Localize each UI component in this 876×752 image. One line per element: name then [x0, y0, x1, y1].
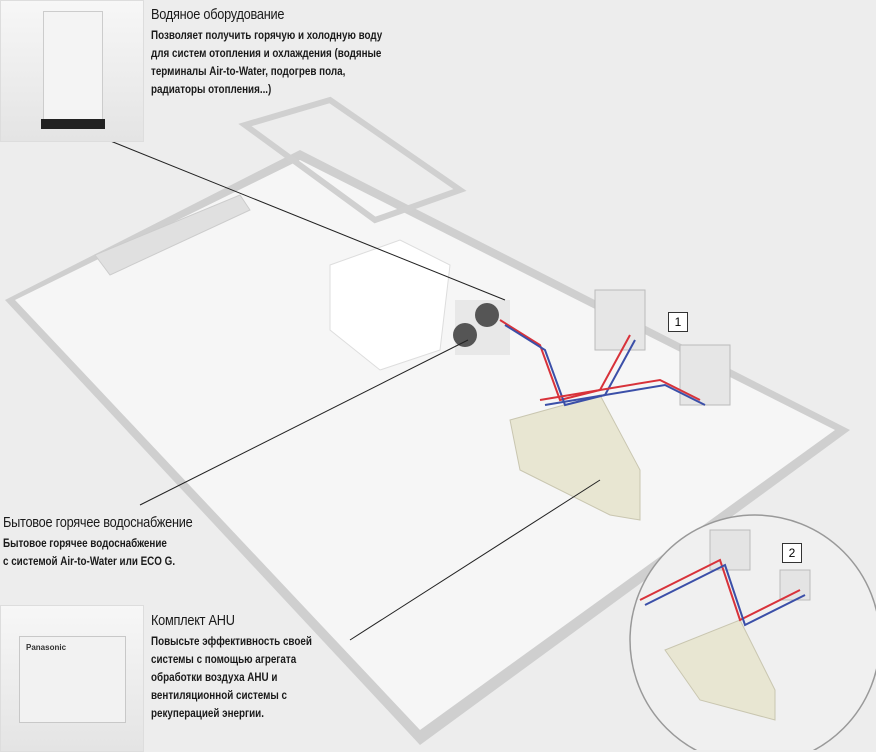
- text-line: Бытовое горячее водоснабжение: [3, 536, 167, 550]
- text-line: с системой Air-to-Water или ECO G.: [3, 554, 176, 568]
- badge-1: 1: [668, 312, 688, 332]
- text-line: для систем отопления и охлаждения (водян…: [151, 46, 382, 60]
- text-line: обработки воздуха AHU и: [151, 670, 278, 684]
- water-unit-title: Водяное оборудование: [151, 6, 285, 23]
- text-line: радиаторы отопления...): [151, 82, 272, 96]
- dhw-title: Бытовое горячее водоснабжение: [3, 514, 193, 531]
- badge-2: 2: [782, 543, 802, 563]
- water-unit-image: [0, 0, 144, 142]
- text-line: вентиляционной системы с: [151, 688, 288, 702]
- brand-logo: Panasonic: [26, 643, 67, 652]
- water-unit-description: Водяное оборудование Позволяет получить …: [151, 6, 433, 98]
- ahu-description: Комплект AHU Повысьте эффективность свое…: [151, 612, 347, 722]
- text-line: Позволяет получить горячую и холодную во…: [151, 28, 383, 42]
- text-line: системы с помощью агрегата: [151, 652, 297, 666]
- text-line: рекуперацией энергии.: [151, 706, 264, 720]
- dhw-description: Бытовое горячее водоснабжение Бытовое го…: [3, 514, 226, 570]
- text-line: Повысьте эффективность своей: [151, 634, 312, 648]
- ahu-title: Комплект AHU: [151, 612, 235, 629]
- ahu-kit-image: Panasonic: [0, 605, 144, 752]
- text-line: терминалы Air-to-Water, подогрев пола,: [151, 64, 346, 78]
